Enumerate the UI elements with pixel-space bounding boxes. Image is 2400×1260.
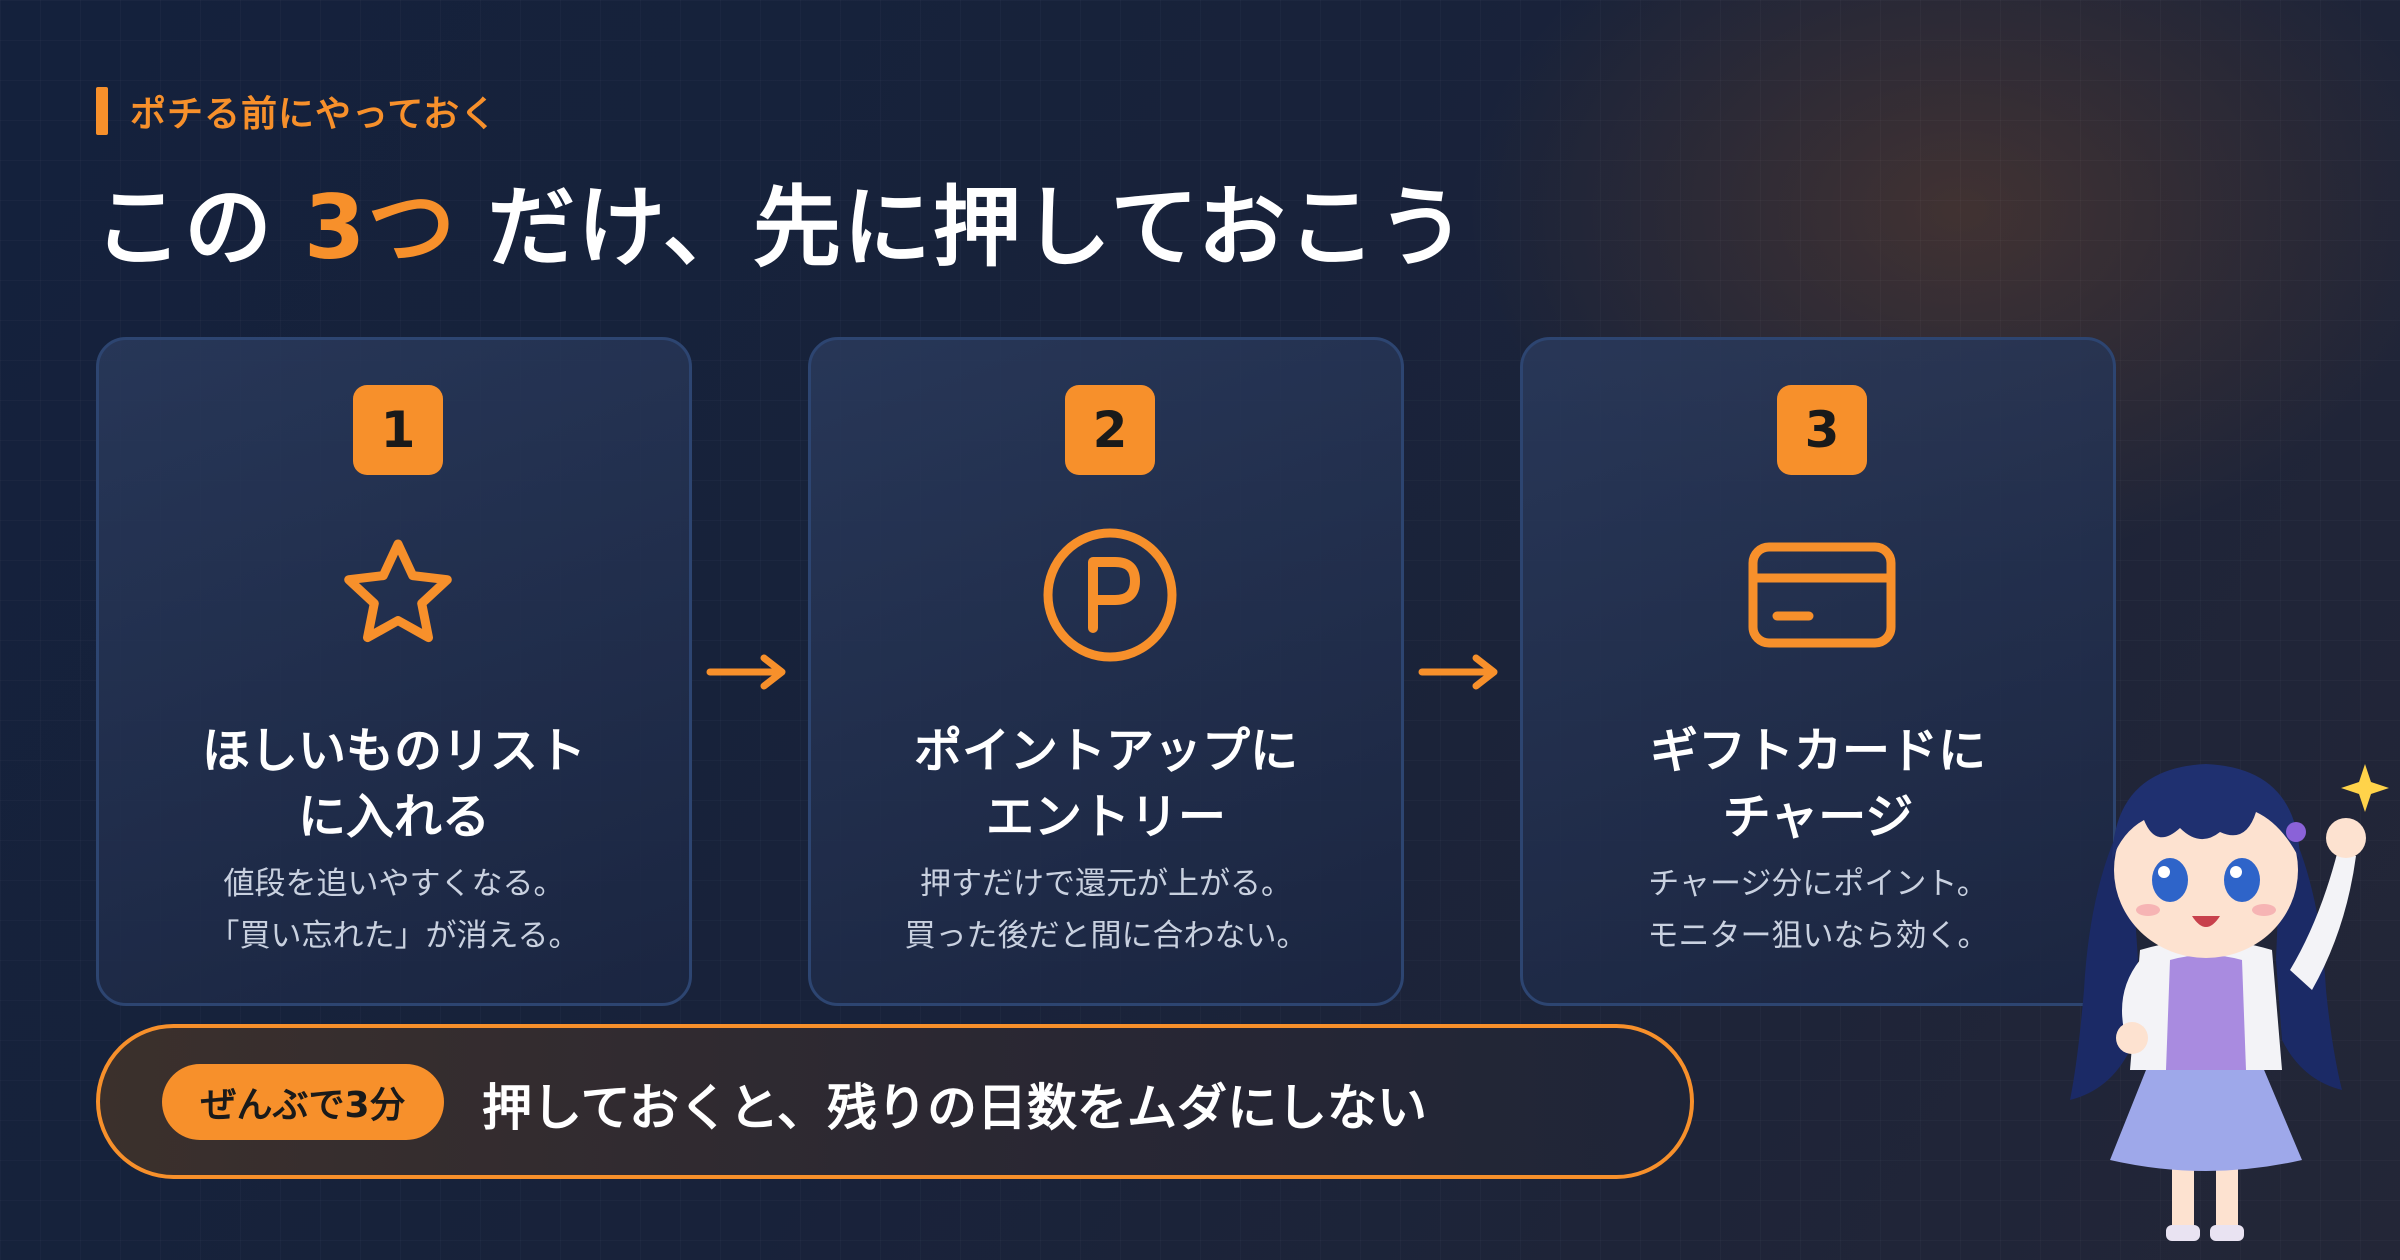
step-title: ギフトカードに チャージ <box>1523 718 2113 850</box>
step-desc-line: モニター狙いなら効く。 <box>1647 918 1989 954</box>
step-card-wishlist: 1 ほしいものリスト に入れる 値段を追いやすくなる。 「買い忘れた」が消える。 <box>96 337 692 1006</box>
step-title-line: ギフトカードに <box>1649 723 1986 779</box>
arrow-right-icon <box>1418 652 1502 692</box>
step-card-gift-card: 3 ギフトカードに チャージ チャージ分にポイント。 モニター狙いなら効く。 <box>1520 337 2116 1006</box>
title-highlight: 3つ <box>304 175 458 279</box>
step-number-badge: 3 <box>1777 385 1867 475</box>
banner-message: 押しておくと、残りの日数をムダにしない <box>482 1079 1427 1137</box>
time-pill-badge: ぜんぶで3分 <box>162 1064 444 1140</box>
eyebrow: ポチる前にやっておく <box>96 86 497 136</box>
anime-girl-mascot <box>2020 720 2400 1260</box>
title-suffix: だけ、先に押しておこう <box>487 175 1468 279</box>
star-icon <box>323 520 473 670</box>
step-number-badge: 1 <box>353 385 443 475</box>
step-title: ポイントアップに エントリー <box>811 718 1401 850</box>
step-desc-line: 押すだけで還元が上がる。 <box>920 866 1292 902</box>
step-number-badge: 2 <box>1065 385 1155 475</box>
step-title-line: に入れる <box>297 789 490 845</box>
step-description: 押すだけで還元が上がる。 買った後だと間に合わない。 <box>811 858 1401 962</box>
step-description: 値段を追いやすくなる。 「買い忘れた」が消える。 <box>99 858 689 962</box>
title-prefix: この <box>94 175 275 279</box>
step-desc-line: チャージ分にポイント。 <box>1648 866 1988 902</box>
step-title-line: チャージ <box>1722 789 1914 845</box>
point-circle-icon <box>1035 520 1185 670</box>
step-desc-line: 買った後だと間に合わない。 <box>904 918 1308 954</box>
step-title-line: エントリー <box>985 789 1226 845</box>
arrow-right-icon <box>706 652 790 692</box>
credit-card-icon <box>1747 520 1897 670</box>
step-title-line: ポイントアップに <box>913 723 1298 779</box>
step-card-point-entry: 2 ポイントアップに エントリー 押すだけで還元が上がる。 買った後だと間に合わ… <box>808 337 1404 1006</box>
step-title: ほしいものリスト に入れる <box>99 718 689 850</box>
page-title: この 3つ だけ、先に押しておこう <box>94 160 1468 280</box>
step-desc-line: 「買い忘れた」が消える。 <box>208 918 580 954</box>
summary-banner: ぜんぶで3分 押しておくと、残りの日数をムダにしない <box>96 1024 1694 1179</box>
step-desc-line: 値段を追いやすくなる。 <box>223 866 565 902</box>
step-title-line: ほしいものリスト <box>201 723 586 779</box>
eyebrow-accent-bar <box>96 87 108 135</box>
sparkle-icon <box>2341 764 2389 812</box>
eyebrow-text: ポチる前にやっておく <box>130 94 498 135</box>
step-description: チャージ分にポイント。 モニター狙いなら効く。 <box>1523 858 2113 962</box>
